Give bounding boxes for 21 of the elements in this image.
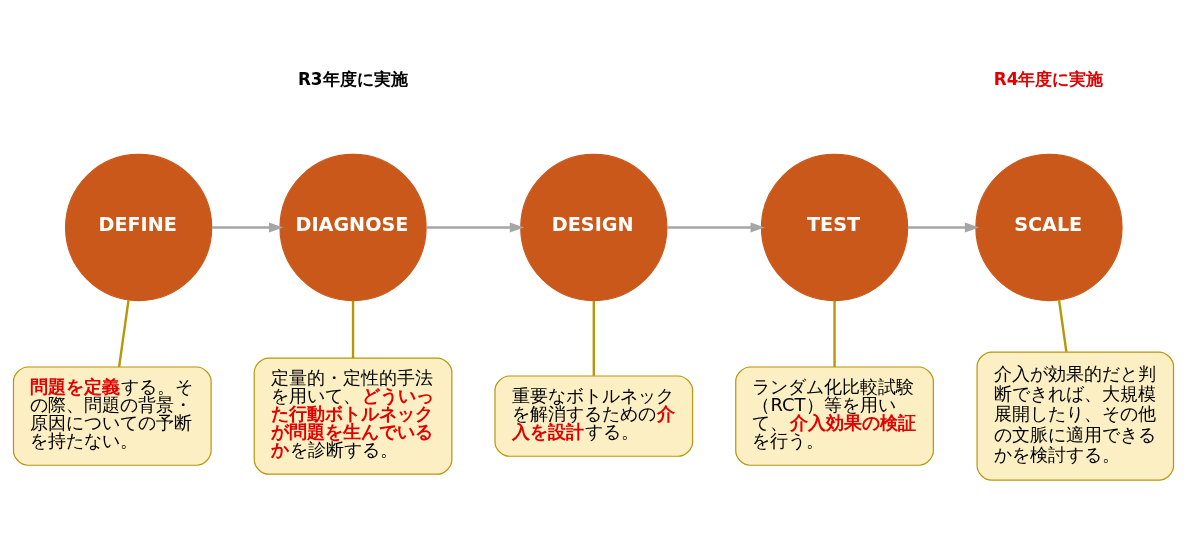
arrow xyxy=(426,221,525,233)
node-circle: DESIGN xyxy=(520,153,668,301)
arrow xyxy=(907,221,980,233)
node-box: ランダム化比較試験（RCT）等を用いて、介入効果の検証を行う。 xyxy=(735,365,934,466)
node-box: 介入が効果的だと判断できれば、大規模展開したり、その他の文脈に適用できるかを検討する。 xyxy=(976,350,1175,481)
node-circle: DEFINE xyxy=(65,153,213,301)
node-box: 問題を定義する。その際、問題の背景・原因についての予断を持たない。 xyxy=(12,365,212,466)
connector xyxy=(1057,299,1068,352)
connector xyxy=(833,300,836,367)
node-circle: TEST xyxy=(760,153,909,301)
label: R4年度に実施 xyxy=(993,68,1104,89)
connector xyxy=(117,299,130,367)
node-box: 重要なボトルネックを解消するための介入を設計する。 xyxy=(494,374,694,457)
node-circle: SCALE xyxy=(975,153,1123,301)
node-box: 定量的・定性的手法を用いて、どういった行動ボトルネックが問題を生んでいるかを診断する。 xyxy=(253,356,453,475)
connector xyxy=(351,300,355,358)
label: R3年度に実施 xyxy=(297,68,408,89)
arrow xyxy=(667,221,765,233)
connector xyxy=(592,300,595,376)
node-circle: DIAGNOSE xyxy=(279,153,427,301)
arrow xyxy=(211,221,284,233)
